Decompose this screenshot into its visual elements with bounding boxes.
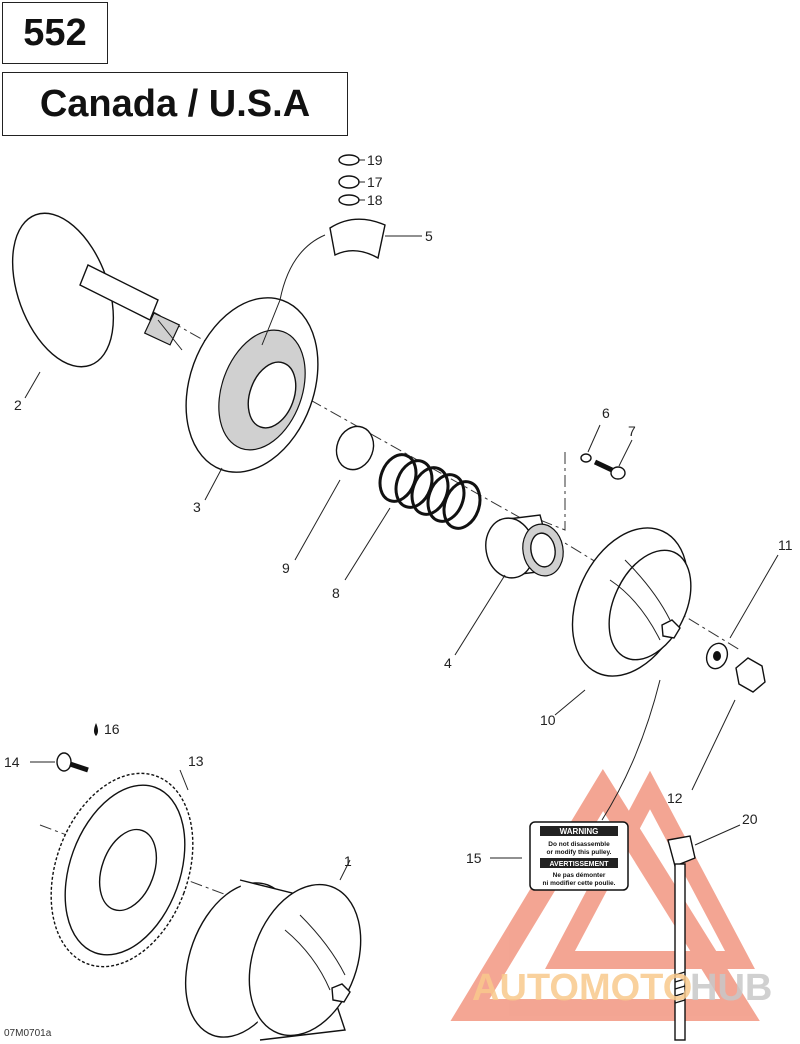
part-20-long-bolt — [667, 835, 696, 1041]
label-avertissement-title: AVERTISSEMENT — [550, 861, 610, 868]
part-19-washer — [338, 154, 360, 166]
watermark-text: AUTOMOTO HUB — [472, 967, 772, 1009]
callout-16: 16 — [104, 721, 120, 737]
label-line-3: Ne pas démonter — [553, 872, 606, 879]
bolt-axis-line — [539, 452, 566, 531]
model-number: 552 — [23, 11, 87, 54]
part-4-spider — [485, 514, 564, 579]
callout-6: 6 — [602, 405, 610, 421]
callout-4: 4 — [444, 655, 452, 671]
callout-9: 9 — [282, 560, 290, 576]
label-line-2: or modify this pulley. — [547, 849, 612, 856]
part-6-washer — [580, 453, 592, 463]
callout-7: 7 — [628, 423, 636, 439]
callout-2: 2 — [14, 397, 22, 413]
drawing-code: 07M0701a — [4, 1028, 52, 1039]
callout-12: 12 — [667, 790, 683, 806]
watermark-brand-part1: AUTOMOTO — [472, 967, 692, 1009]
region-box: Canada / U.S.A — [2, 72, 348, 136]
leader-lines — [24, 159, 779, 881]
watermark-brand-part2: HUB — [690, 967, 772, 1009]
callout-8: 8 — [332, 585, 340, 601]
part-11-washer-hole — [713, 651, 721, 661]
callout-15: 15 — [466, 850, 482, 866]
label-warning-title: WARNING — [560, 827, 599, 836]
slider-placement-line — [261, 234, 326, 346]
part-2-fixed-sheave — [11, 212, 183, 368]
callout-numbers: 19 17 18 5 2 3 9 8 4 10 6 7 11 12 15 20 … — [4, 152, 793, 869]
part-3-governor-cup — [185, 297, 319, 473]
part-7-bolt — [593, 459, 626, 480]
part-15-warning-label: WARNING Do not disassemble or modify thi… — [529, 821, 629, 891]
callout-20: 20 — [742, 811, 758, 827]
part-16-loctite-drop-icon — [94, 723, 98, 736]
part-14-screw — [56, 752, 89, 773]
part-10-movable-sheave — [571, 527, 692, 677]
part-17-cap — [338, 175, 360, 189]
part-5-slider — [329, 218, 386, 260]
part-8-spring — [378, 453, 482, 530]
part-1-drive-pulley — [184, 879, 362, 1041]
part-12-nut — [735, 657, 766, 693]
label-line-1: Do not disassemble — [548, 841, 610, 848]
callout-5: 5 — [425, 228, 433, 244]
part-13-ring-gear — [50, 772, 194, 968]
callout-1: 1 — [344, 853, 352, 869]
callout-14: 14 — [4, 754, 20, 770]
region-label: Canada / U.S.A — [39, 82, 311, 125]
callout-10: 10 — [540, 712, 556, 728]
part-18-ring — [338, 194, 360, 206]
callout-3: 3 — [193, 499, 201, 515]
callout-13: 13 — [188, 753, 204, 769]
label-line-4: ni modifier cette poulie. — [543, 880, 616, 887]
part-9-spring-seat — [335, 425, 375, 471]
callout-18: 18 — [367, 192, 383, 208]
model-number-box: 552 — [2, 2, 108, 64]
callout-17: 17 — [367, 174, 383, 190]
callout-19: 19 — [367, 152, 383, 168]
callout-11: 11 — [778, 537, 793, 553]
